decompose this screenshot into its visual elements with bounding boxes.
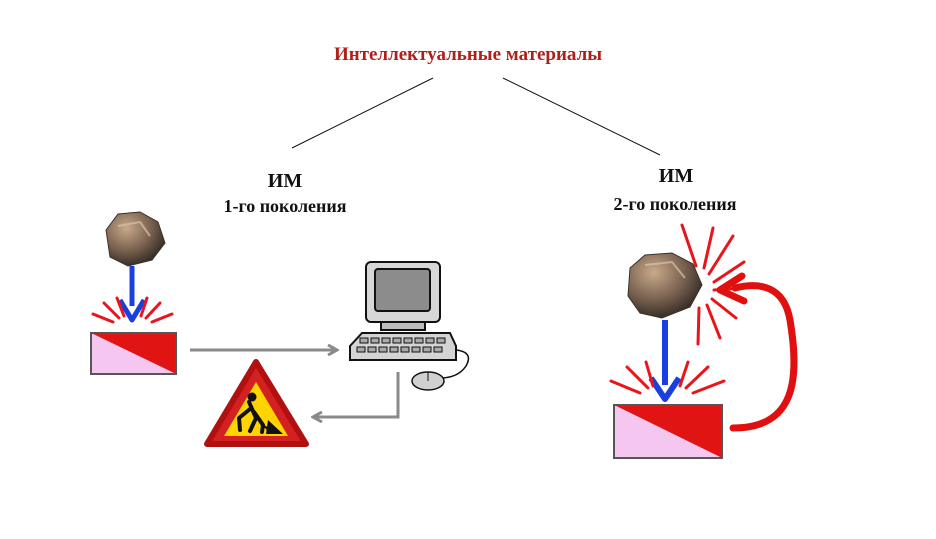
diagram-title: Интеллектуальные материалы — [333, 44, 603, 65]
rock-icon — [105, 211, 166, 267]
right-generation-label: 2-го поколения — [613, 194, 737, 214]
material-plate — [90, 332, 177, 375]
impact-flash-icon — [91, 296, 174, 324]
left-generation-label: 1-го поколения — [223, 196, 347, 212]
down-arrow-icon — [648, 320, 682, 402]
impact-flash-icon — [609, 360, 726, 395]
road-work-sign-icon — [204, 359, 309, 447]
feedback-arrow-icon — [716, 272, 798, 432]
computer-icon — [349, 261, 470, 391]
rock-icon — [627, 252, 703, 319]
impact-flash-icon — [680, 223, 746, 346]
material-plate — [613, 404, 723, 459]
hierarchy-lines — [291, 77, 661, 156]
right-im-label: ИМ — [658, 165, 694, 187]
down-arrow-icon — [117, 266, 147, 323]
connector-arrow-to-sign — [314, 372, 400, 417]
left-generation-clip: 1-го поколения — [180, 194, 390, 212]
left-im-label: ИМ — [267, 170, 303, 192]
